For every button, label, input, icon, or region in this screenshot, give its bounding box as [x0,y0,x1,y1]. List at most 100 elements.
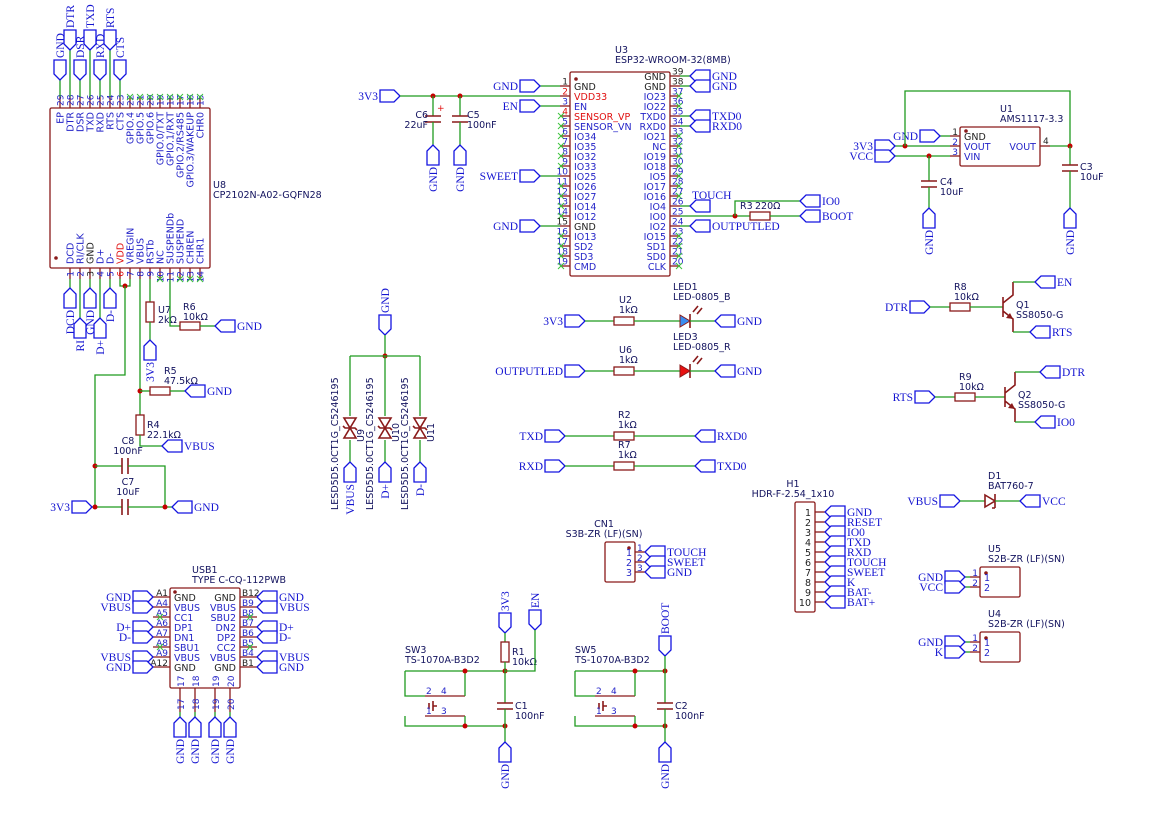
component-value: CP2102N-A02-GQFN28 [213,190,322,201]
pin-number: 27 [77,95,87,106]
led-symbol [679,364,691,378]
pin-name: SUSPENDb [166,213,177,264]
no-connect-mark [176,93,184,101]
component-ref: C8 [122,436,135,447]
pin-number: 3 [562,98,568,108]
pin-number: A4 [156,599,168,609]
net-label-text: EN [530,592,542,608]
net-label-text: TXD0 [717,461,747,473]
net-label-flag [208,716,222,738]
net-label-flag [83,29,97,51]
pin-name: DN1 [174,633,194,644]
switch-actuator-symbol [428,701,437,711]
capacitor-symbol [121,499,129,515]
pin-number: 9 [805,588,811,599]
net-label-flag [73,59,87,81]
no-connect-mark [675,162,683,170]
component-ref: U7 [158,305,171,316]
pin-name: DSR [76,112,87,132]
net-label: SWEET [644,555,705,569]
net-label-text: BOOT [822,211,853,223]
capacitor-symbol [1062,164,1078,172]
pin-number: 3 [952,148,958,158]
wire [139,435,162,447]
pin-name: SD3 [574,252,593,263]
no-connect-mark [156,643,164,651]
pin-number: 1 [972,634,978,644]
pin-number: 17 [177,676,187,687]
net-label: GND [173,716,187,764]
component-ref: R5 [164,366,177,377]
pin-number: 31 [672,148,683,158]
pin-number: 32 [672,138,683,148]
pin-number: 4 [97,271,107,277]
component-ref: U6 [619,345,632,356]
net-label-text: VBUS [100,602,131,614]
polarity-mark: + [437,104,445,114]
pin-name: IO22 [644,102,666,113]
net-label: VBUS [161,439,215,453]
no-connect-mark [557,242,565,250]
net-label: GND [918,570,966,584]
net-label: VCC [849,149,896,163]
net-label: EN [528,592,542,631]
net-label-flag [519,219,541,233]
tvs-diode-symbol [412,417,428,439]
pin-number: 21 [137,95,147,106]
no-connect-mark [166,93,174,101]
no-connect-mark [126,93,134,101]
pin-number: 38 [672,78,684,88]
pin-number: 10 [799,598,811,609]
pin-number: 1 [426,707,432,717]
no-connect-mark [675,252,683,260]
pin-number: 18 [192,675,202,687]
net-label-text: TXD [519,431,543,443]
pin-number: 25 [97,95,107,106]
net-label: GND [498,741,512,789]
pin-number: A6 [156,619,168,629]
net-label: D- [413,461,427,496]
component-ref: LED1 [673,282,698,293]
component-ref: R3 [740,201,753,212]
net-label: RTS [893,390,936,404]
net-label: K [935,645,966,659]
net-label-flag [184,384,206,398]
net-label: VBUS [256,600,310,614]
net-label-text: VBUS [100,652,131,664]
pin-number: 36 [672,98,684,108]
junction-dot [92,504,98,510]
pin-name: VOUT [1009,142,1036,153]
component-ref: C2 [675,701,688,712]
net-label: SWEET [824,565,885,579]
net-label-flag [83,287,97,309]
net-label-flag [919,129,941,143]
no-connect-mark [557,142,565,150]
net-label: RXD [824,545,871,559]
pin1-marker [173,590,177,594]
wire [505,630,536,672]
net-label-text: BAT+ [847,597,875,609]
net-label: 3V3 [50,500,93,514]
net-label: D- [103,287,117,322]
no-connect-mark [557,262,565,270]
pin-number: A12 [150,659,168,669]
net-label: 3V3 [543,314,586,328]
net-label-text: OUTPUTLED [712,221,780,233]
net-label-flag [379,89,401,103]
no-connect-mark [675,232,683,240]
no-connect-mark [557,112,565,120]
net-label-text: GND [106,592,131,604]
net-label-flag [658,635,672,657]
net-label-text: TXD [85,4,97,28]
pin-number: 7 [562,138,568,148]
component-ref: SW3 [405,645,426,656]
component-ref: SW5 [575,645,596,656]
pin-number: 20 [227,698,237,710]
pin-number: 18 [192,698,202,710]
pin-number: 19 [557,258,569,268]
net-label-flag [544,459,566,473]
component-ref: U11 [426,423,437,442]
pin-name: VBUS [174,653,200,664]
pin-name: GND [214,663,236,674]
